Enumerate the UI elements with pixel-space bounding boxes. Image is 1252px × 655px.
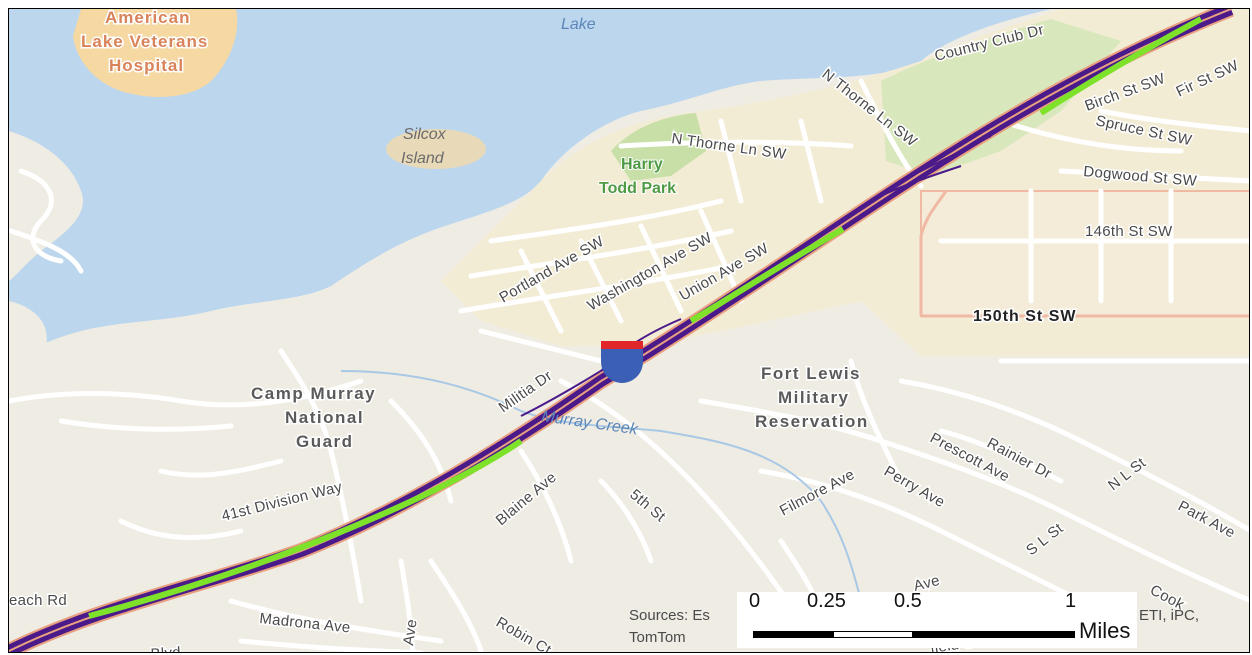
island-label-line1: Silcox bbox=[403, 126, 447, 143]
road-label-150th: 150th St SW bbox=[973, 308, 1076, 325]
scale-unit-label: Miles bbox=[1079, 618, 1131, 643]
map-frame[interactable]: Lake Silcox Island American Lake Veteran… bbox=[8, 8, 1250, 653]
fort-label-line1: Fort Lewis bbox=[761, 364, 861, 383]
park-label-line2: Todd Park bbox=[599, 180, 676, 197]
west-shore-land bbox=[9, 131, 83, 281]
fort-label-line3: Reservation bbox=[755, 412, 869, 431]
road-label-beach: each Rd bbox=[9, 592, 67, 609]
attribution-line2: TomTom bbox=[629, 629, 686, 646]
interstate-shield-icon bbox=[601, 341, 643, 383]
hospital-label-line3: Hospital bbox=[109, 56, 184, 75]
island-label-line2: Island bbox=[401, 150, 445, 167]
road-label-146th: 146th St SW bbox=[1085, 223, 1173, 240]
lake-water bbox=[9, 9, 1051, 361]
hospital-label-line2: Lake Veterans bbox=[81, 32, 208, 51]
route-segments-green bbox=[88, 16, 1203, 619]
road-label-blvd: Blvd bbox=[150, 644, 182, 653]
scale-tick-025: 0.25 bbox=[807, 590, 846, 612]
west-shore-land-2 bbox=[9, 301, 47, 373]
camp-label-line3: Guard bbox=[296, 432, 354, 451]
scale-segment-3 bbox=[913, 631, 1075, 638]
road-label-ave-vertical: Ave bbox=[400, 618, 421, 647]
scale-bar: 0 0.25 0.5 1 Miles bbox=[737, 590, 1137, 648]
attribution-line1-left: Sources: Es bbox=[629, 607, 710, 624]
scale-tick-0: 0 bbox=[749, 590, 761, 612]
hospital-label-line1: American bbox=[105, 9, 190, 27]
scale-segment-1 bbox=[753, 631, 833, 638]
lake-label: Lake bbox=[561, 16, 596, 33]
camp-label-line2: National bbox=[285, 408, 364, 427]
map-attribution: Sources: Es bbox=[629, 607, 710, 624]
map-canvas[interactable]: Lake Silcox Island American Lake Veteran… bbox=[9, 9, 1250, 653]
map-attribution-line2: TomTom bbox=[629, 629, 686, 646]
fort-label-line2: Military bbox=[778, 388, 850, 407]
murray-creek bbox=[340, 370, 862, 602]
silcox-island bbox=[386, 129, 486, 169]
golf-course-area bbox=[881, 19, 1121, 176]
arterial-roads bbox=[919, 190, 1249, 318]
scale-tick-1: 1 bbox=[1065, 590, 1077, 612]
camp-label-line1: Camp Murray bbox=[251, 384, 376, 403]
scale-segment-2 bbox=[833, 631, 913, 638]
hospital-area bbox=[73, 9, 238, 97]
attribution-line1-right: ETI, iPC, bbox=[1139, 607, 1200, 624]
scale-tick-05: 0.5 bbox=[894, 590, 922, 612]
map-attribution-right: ETI, iPC, bbox=[1139, 607, 1199, 624]
east-block bbox=[920, 190, 1249, 317]
park-label-line1: Harry bbox=[621, 156, 663, 173]
minor-roads bbox=[9, 78, 1249, 652]
harry-todd-park-area bbox=[611, 113, 706, 181]
